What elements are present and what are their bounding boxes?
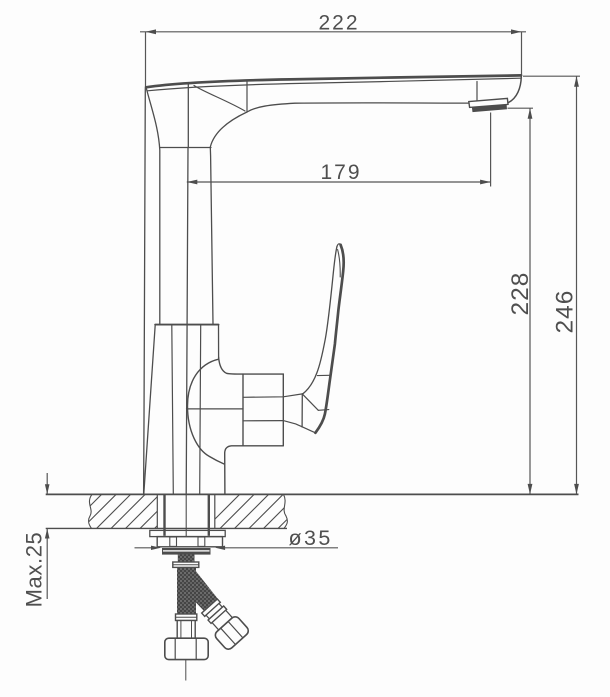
svg-text:222: 222 bbox=[318, 12, 359, 35]
svg-text:246: 246 bbox=[552, 290, 579, 334]
svg-text:Max.25: Max.25 bbox=[22, 532, 47, 608]
svg-text:ø35: ø35 bbox=[289, 526, 333, 550]
svg-text:179: 179 bbox=[320, 161, 361, 184]
svg-text:228: 228 bbox=[507, 272, 534, 316]
